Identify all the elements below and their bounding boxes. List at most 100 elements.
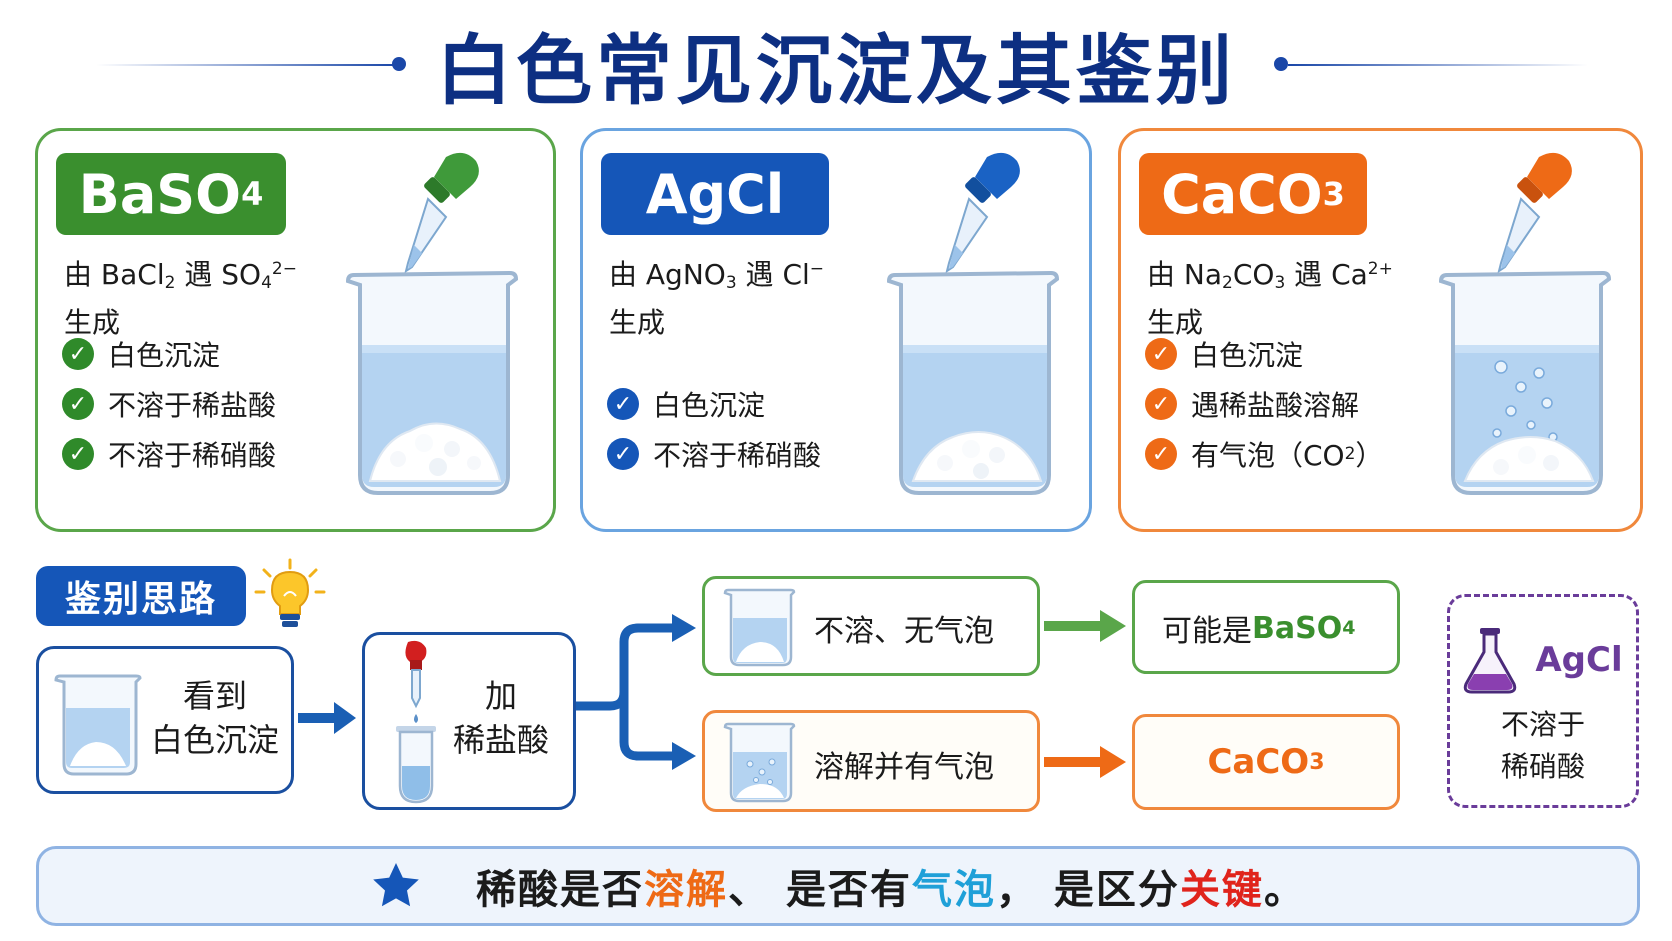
formula-sub: 4: [241, 175, 264, 213]
check-item: ✓不溶于稀硝酸: [62, 429, 276, 479]
tip-highlight-bubbles: 气泡: [912, 867, 996, 913]
beaker-icon: [1438, 270, 1612, 495]
origin-line2: 生成: [609, 306, 666, 339]
beaker-icon: [723, 588, 796, 667]
beaker-with-dropper-icon: [345, 152, 519, 495]
formula-sub: 3: [1322, 175, 1345, 213]
tip-part: ， 是区分: [996, 867, 1180, 913]
title-deco-line-left: [96, 64, 396, 66]
dropper-icon: [945, 152, 1020, 274]
result-formula-sub: 4: [1342, 617, 1356, 639]
origin-sub: 2: [164, 273, 176, 293]
agcl-formula: AgCl: [1535, 640, 1623, 680]
flow-step1-line2: 白色沉淀: [150, 721, 279, 759]
origin-prefix: 由 AgNO: [609, 258, 726, 291]
result-prefix: 可能是: [1162, 614, 1252, 649]
agcl-note-box: [1447, 594, 1639, 808]
identification-label: 鉴别思路: [36, 566, 246, 626]
result-baso4-box: [1132, 580, 1400, 674]
check-icon: ✓: [62, 388, 94, 420]
check-icon: ✓: [1145, 388, 1177, 420]
title-deco-line-right: [1288, 64, 1588, 66]
check-label: 不溶于稀硝酸: [108, 439, 277, 472]
beaker-with-dropper-icon: [886, 152, 1060, 495]
dropper-icon: [1497, 152, 1572, 274]
check-icon: ✓: [1145, 338, 1177, 370]
origin-sub: 3: [1274, 273, 1286, 293]
check-label: 白色沉淀: [653, 389, 766, 422]
check-label: 白色沉淀: [1191, 339, 1304, 372]
formula-main: AgCl: [645, 162, 785, 226]
origin-sup: −: [809, 259, 825, 279]
check-label: 遇稀盐酸溶解: [1191, 389, 1360, 422]
origin-line2: 生成: [64, 306, 121, 339]
arrow-icon: [298, 702, 356, 734]
origin-sub: 3: [725, 273, 737, 293]
flow-step2-line2: 稀盐酸: [452, 721, 549, 759]
check-item: ✓ 白色沉淀: [607, 379, 821, 429]
formula-tag-agcl: AgCl: [601, 153, 829, 235]
beaker-with-dropper-icon: [1438, 152, 1612, 495]
tip-part: 稀酸是否: [476, 867, 645, 913]
title-container: 白色常见沉淀及其鉴别: [0, 14, 1672, 115]
check-list-baso4: ✓ 白色沉淀 ✓ 不溶于稀盐酸 ✓不溶于稀硝酸: [62, 329, 276, 479]
origin-mid: 遇 SO: [175, 258, 262, 291]
agcl-note-text: 不溶于 稀硝酸: [1447, 704, 1639, 788]
lightbulb-icon: [254, 558, 326, 627]
branch-top-text: 不溶、无气泡: [814, 614, 994, 649]
origin-sup: 2+: [1367, 259, 1393, 279]
formula-main: BaSO: [78, 162, 242, 226]
beaker-icon: [54, 674, 142, 776]
origin-prefix: 由 BaCl: [64, 258, 165, 291]
check-item: ✓ 白色沉淀: [1145, 329, 1383, 379]
star-icon: [373, 863, 419, 907]
flask-icon: [1463, 628, 1517, 694]
agcl-line1: 不溶于: [1500, 708, 1585, 741]
flow-step2-line1: 加: [484, 677, 517, 715]
tip-part: 。: [1263, 867, 1306, 913]
check-item: ✓ 不溶于稀盐酸: [62, 379, 276, 429]
page-title: 白色常见沉淀及其鉴别: [436, 26, 1236, 115]
check-label: 不溶于稀硝酸: [653, 439, 822, 472]
agcl-line2: 稀硝酸: [1500, 750, 1585, 783]
check-icon: ✓: [607, 388, 639, 420]
origin-sub: 4: [261, 273, 272, 293]
flow-step1-text: 看到 白色沉淀: [140, 674, 290, 762]
check-list-agcl: ✓ 白色沉淀 ✓ 不溶于稀硝酸: [607, 379, 821, 479]
check-item: ✓ 白色沉淀: [62, 329, 276, 379]
dropper-icon: [404, 152, 479, 274]
branch-bottom-text: 溶解并有气泡: [814, 750, 994, 785]
origin-mid: 遇 Ca: [1285, 258, 1368, 291]
beaker-icon: [886, 270, 1060, 495]
formula-main: CaCO: [1161, 162, 1323, 226]
origin-text-caco3: 由 Na2CO3 遇 Ca2+ 生成: [1147, 249, 1427, 343]
check-label: 白色沉淀: [108, 339, 221, 372]
result-formula: BaSO: [1252, 610, 1343, 646]
check-label-suffix: ）: [1355, 439, 1384, 472]
flow-step1-line1: 看到: [182, 677, 247, 715]
check-icon: ✓: [62, 338, 94, 370]
tip-part: 、 是否有: [728, 867, 912, 913]
check-item: ✓ 不溶于稀硝酸: [607, 429, 821, 479]
origin-mid: 遇 Cl: [736, 258, 810, 291]
result-formula: CaCO: [1207, 742, 1310, 782]
origin-sup: 2−: [271, 259, 297, 279]
check-icon: ✓: [607, 438, 639, 470]
origin-sub: 2: [1222, 273, 1233, 293]
arrow-icon: [1044, 746, 1126, 778]
check-label-sub: 2: [1344, 444, 1356, 464]
tip-highlight-dissolve: 溶解: [644, 867, 729, 913]
arrow-icon: [1044, 610, 1126, 642]
beaker-icon: [345, 270, 519, 495]
check-label: 不溶于稀盐酸: [108, 389, 277, 422]
branch-arrow-icon: [576, 614, 696, 770]
flow-step2-text: 加 稀盐酸: [436, 674, 566, 762]
